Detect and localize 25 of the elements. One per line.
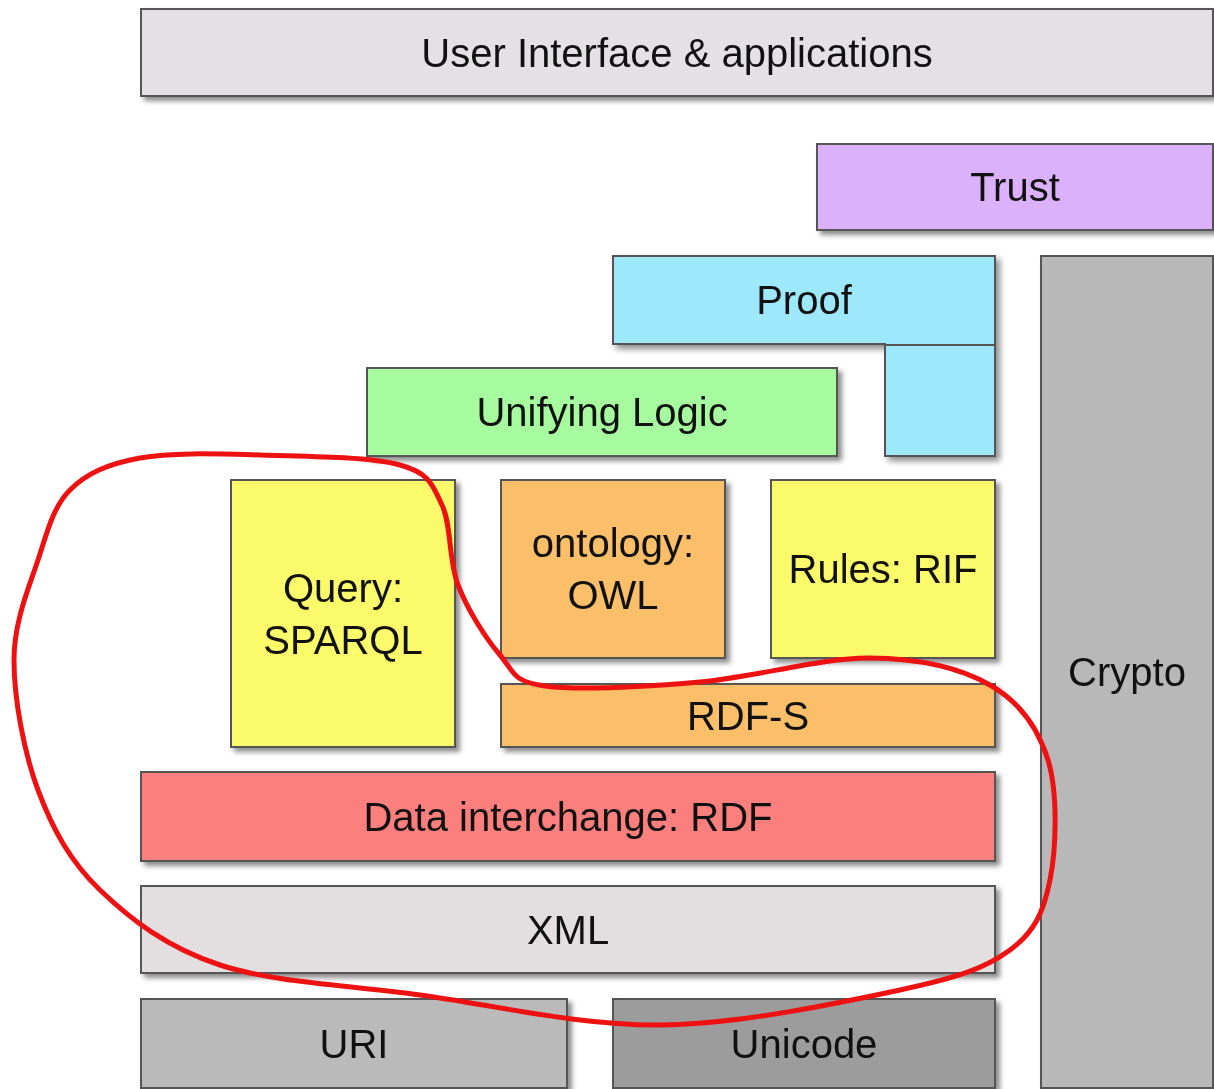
layer-label: Unicode xyxy=(729,1020,879,1068)
layer-box xyxy=(366,367,838,457)
layer-box xyxy=(500,683,996,748)
layer-label: URI xyxy=(318,1020,390,1068)
layer-label: Unifying Logic xyxy=(475,389,729,436)
layer-box xyxy=(230,479,456,748)
layer-box xyxy=(140,771,996,862)
layer-box xyxy=(140,885,996,974)
layer-label: Query: SPARQL xyxy=(262,564,424,664)
layer-box xyxy=(1040,255,1214,1089)
layer-box xyxy=(816,143,1214,231)
layer-label: RDF-S xyxy=(685,692,811,740)
layer-box xyxy=(770,479,996,659)
layer-label: Data interchange: RDF xyxy=(362,793,774,841)
layer-label: Proof xyxy=(755,277,853,324)
layer-label: Trust xyxy=(969,164,1061,211)
layer-label: Rules: RIF xyxy=(787,546,979,593)
layer-label: Crypto xyxy=(1067,649,1187,696)
layer-label: User Interface & applications xyxy=(420,29,934,77)
layer-label: ontology: OWL xyxy=(530,520,696,619)
layer-box xyxy=(140,998,568,1089)
layer-box xyxy=(612,998,996,1089)
layer-box xyxy=(140,8,1214,97)
layer-box xyxy=(500,479,726,659)
layer-label: XML xyxy=(525,906,611,954)
